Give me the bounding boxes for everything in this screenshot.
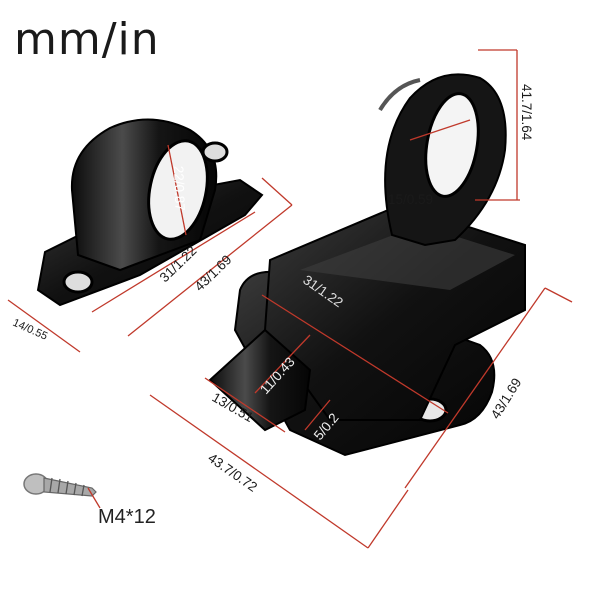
screw	[23, 473, 97, 497]
units-label: mm/in	[14, 14, 160, 65]
dim-ring-height: 41.7/1.64	[519, 84, 534, 141]
dim-keeper-base-width: 14/0.55	[11, 317, 49, 343]
screw-label: M4*12	[98, 506, 156, 528]
dim-total-length: 43.7/0.72	[205, 450, 260, 495]
dim-ring-width: 15/0.59	[388, 192, 433, 207]
dimension-lines	[7, 49, 573, 549]
keeper-part	[36, 118, 264, 307]
dim-keeper-height: 22/0.87	[171, 166, 188, 212]
dim-keeper-length: 43/1.69	[192, 252, 235, 294]
latch-part	[208, 73, 526, 457]
